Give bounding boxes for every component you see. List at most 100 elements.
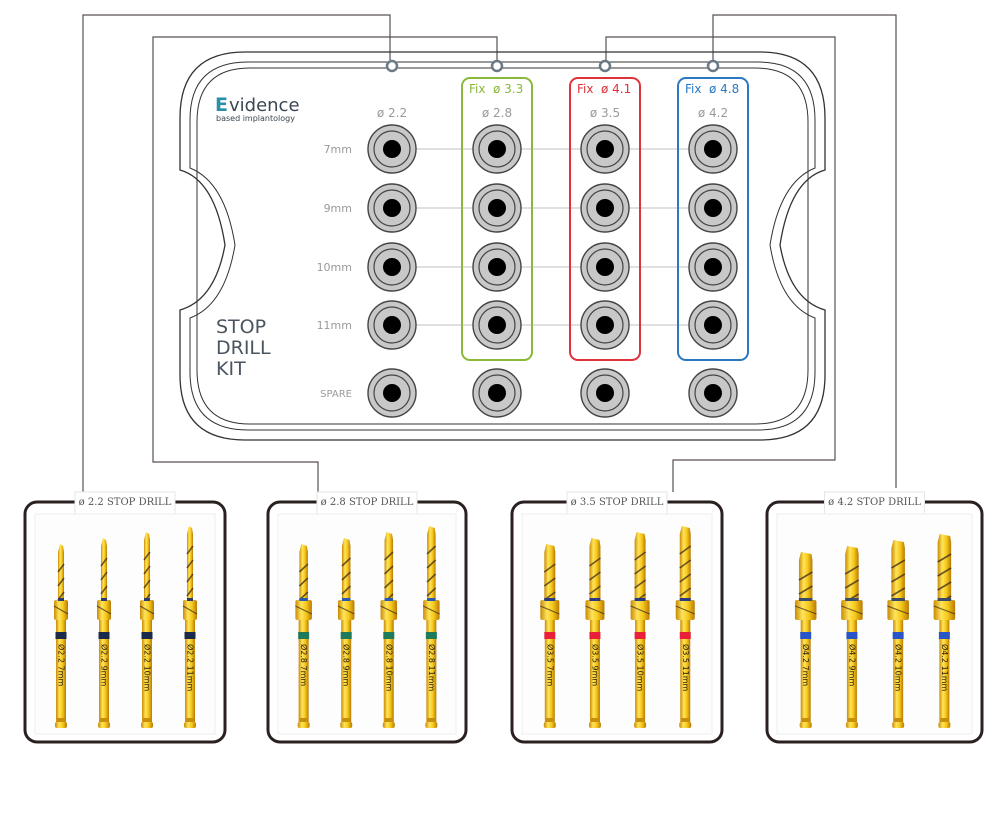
kit-title-line-3: KIT xyxy=(216,358,246,380)
drill-socket[interactable] xyxy=(580,242,630,292)
column-diameter-label: ø 4.2 xyxy=(698,106,728,120)
row-label: 11mm xyxy=(317,319,352,332)
drill-socket[interactable] xyxy=(580,124,630,174)
stop-drill: Ø2.2 10mm xyxy=(139,532,155,728)
stop-drill: Ø3.5 7mm xyxy=(540,544,560,728)
drill-panel-title: ø 4.2 STOP DRILL xyxy=(828,497,921,508)
row-label: SPARE xyxy=(320,389,352,400)
drill-socket[interactable] xyxy=(472,368,522,418)
drill-socket[interactable] xyxy=(472,242,522,292)
drill-socket[interactable] xyxy=(580,183,630,233)
color-band xyxy=(141,632,153,639)
drill-socket[interactable] xyxy=(367,242,417,292)
stop-drill: Ø4.2 7mm xyxy=(794,552,817,728)
row-label: 9mm xyxy=(324,202,352,215)
drill-label: Ø3.5 9mm xyxy=(590,644,600,686)
stop-drill: Ø3.5 10mm xyxy=(630,532,650,728)
color-band xyxy=(938,632,950,639)
connector-4-2 xyxy=(712,14,897,488)
color-band xyxy=(679,632,691,639)
fix-diameter: ø 4.1 xyxy=(601,82,631,96)
stop-drill: Ø2.2 11mm xyxy=(182,526,198,728)
connector-node-icon xyxy=(706,59,720,73)
connector-2-8 xyxy=(152,36,498,492)
drill-label: Ø2.2 10mm xyxy=(143,644,153,692)
drill-socket[interactable] xyxy=(472,124,522,174)
color-band xyxy=(634,632,646,639)
drill-label: Ø2.8 11mm xyxy=(427,644,437,692)
color-band xyxy=(544,632,556,639)
stop-drill: Ø2.8 10mm xyxy=(380,532,398,728)
stop-drill: Ø3.5 9mm xyxy=(585,538,605,728)
color-band xyxy=(184,632,196,639)
drill-panel-title: ø 2.2 STOP DRILL xyxy=(79,497,172,508)
row-label: 10mm xyxy=(317,261,352,274)
fix-diameter: ø 3.3 xyxy=(493,82,523,96)
fix-diameter: ø 4.8 xyxy=(709,82,739,96)
drill-panel: ø 4.2 STOP DRILL Ø4.2 7mm Ø4.2 9mm Ø4.2 10m… xyxy=(765,491,984,744)
logo-tagline: based implantology xyxy=(216,114,295,123)
tray-outline xyxy=(179,51,826,441)
drill-label: Ø2.8 10mm xyxy=(384,644,394,692)
stop-drill: Ø2.8 9mm xyxy=(337,538,355,728)
color-band xyxy=(589,632,601,639)
stop-drill: Ø2.2 9mm xyxy=(96,538,112,728)
drill-panel-title: ø 3.5 STOP DRILL xyxy=(571,497,664,508)
column-diameter-label: ø 2.2 xyxy=(377,106,407,120)
stop-drill: Ø2.8 11mm xyxy=(422,526,440,728)
stop-drill: Ø4.2 10mm xyxy=(887,540,910,728)
drill-label: Ø3.5 7mm xyxy=(545,644,555,686)
drill-socket[interactable] xyxy=(688,183,738,233)
drill-socket[interactable] xyxy=(688,124,738,174)
kit-title: STOP DRILL KIT xyxy=(216,316,271,380)
drill-socket[interactable] xyxy=(688,242,738,292)
connector-2-2 xyxy=(82,14,391,498)
connector-3-5 xyxy=(605,36,836,492)
drill-socket[interactable] xyxy=(580,300,630,350)
column-diameter-label: ø 3.5 xyxy=(590,106,620,120)
brand-logo: E vidence based implantology xyxy=(215,94,300,123)
drill-label: Ø2.2 7mm xyxy=(57,644,67,686)
color-band xyxy=(298,632,310,639)
row-label: 7mm xyxy=(324,143,352,156)
drill-label: Ø4.2 10mm xyxy=(894,644,904,692)
drill-label: Ø4.2 9mm xyxy=(847,644,857,686)
drill-label: Ø4.2 7mm xyxy=(801,644,811,686)
fix-label: Fix xyxy=(577,82,593,96)
drill-socket[interactable] xyxy=(472,183,522,233)
logo-initial: E xyxy=(215,94,228,116)
stop-drill: Ø2.8 7mm xyxy=(295,544,313,728)
stop-drill: Ø4.2 9mm xyxy=(840,546,863,728)
drill-socket[interactable] xyxy=(367,124,417,174)
drill-label: Ø2.8 9mm xyxy=(342,644,352,686)
stop-drill: Ø2.2 7mm xyxy=(53,544,69,728)
drill-socket[interactable] xyxy=(580,368,630,418)
color-band xyxy=(55,632,67,639)
color-band xyxy=(383,632,395,639)
drill-socket[interactable] xyxy=(688,368,738,418)
connector-node-icon xyxy=(598,59,612,73)
color-band xyxy=(846,632,858,639)
drill-panel: ø 3.5 STOP DRILL Ø3.5 7mm Ø3.5 9mm Ø3.5 10m… xyxy=(510,491,724,744)
fix-label: Fix xyxy=(469,82,485,96)
color-band xyxy=(425,632,437,639)
drill-socket[interactable] xyxy=(367,183,417,233)
color-band xyxy=(800,632,812,639)
color-band xyxy=(892,632,904,639)
drill-socket[interactable] xyxy=(367,300,417,350)
drill-label: Ø3.5 11mm xyxy=(681,644,691,692)
color-band xyxy=(98,632,110,639)
column-diameter-label: ø 2.8 xyxy=(482,106,512,120)
fix-group-box xyxy=(461,77,533,361)
drill-socket[interactable] xyxy=(472,300,522,350)
kit-title-line-2: DRILL xyxy=(216,337,271,359)
drill-label: Ø4.2 11mm xyxy=(940,644,950,692)
drill-socket[interactable] xyxy=(688,300,738,350)
stop-drill: Ø4.2 11mm xyxy=(933,534,956,728)
drill-socket[interactable] xyxy=(367,368,417,418)
